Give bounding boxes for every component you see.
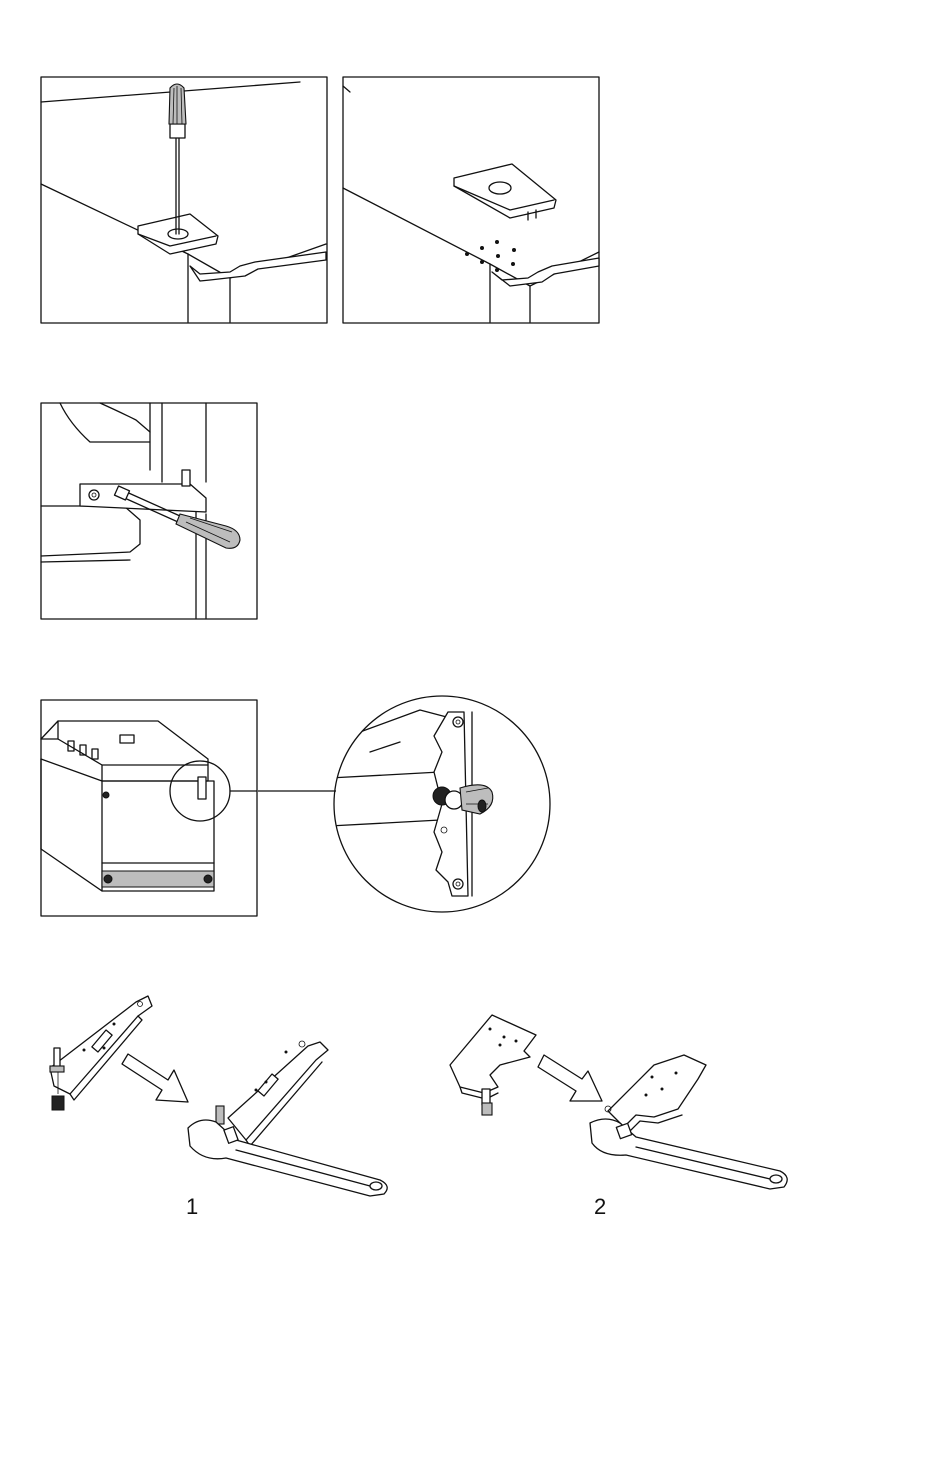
door-bottom-hinge-illustration bbox=[40, 699, 258, 917]
hinge-cover-removed-illustration bbox=[342, 76, 600, 324]
zoom-detail-illustration bbox=[330, 692, 554, 916]
figure-zoom-circle bbox=[330, 692, 554, 916]
figure-top-left bbox=[40, 76, 328, 324]
step-1-label: 1 bbox=[186, 1194, 198, 1220]
step-2-label: 2 bbox=[594, 1194, 606, 1220]
screwdriver-hinge-cover-illustration bbox=[40, 76, 328, 324]
figure-step-1 bbox=[40, 990, 400, 1200]
figure-middle bbox=[40, 402, 258, 620]
hinge-bracket-transfer-illustration bbox=[440, 1005, 800, 1200]
figure-door-bottom bbox=[40, 699, 258, 917]
figure-top-right bbox=[342, 76, 600, 324]
hinge-plate-transfer-illustration bbox=[40, 990, 400, 1200]
screwdriver-lower-hinge-illustration bbox=[40, 402, 258, 620]
zoom-connector-line bbox=[258, 789, 336, 793]
figure-step-2 bbox=[440, 1005, 800, 1200]
